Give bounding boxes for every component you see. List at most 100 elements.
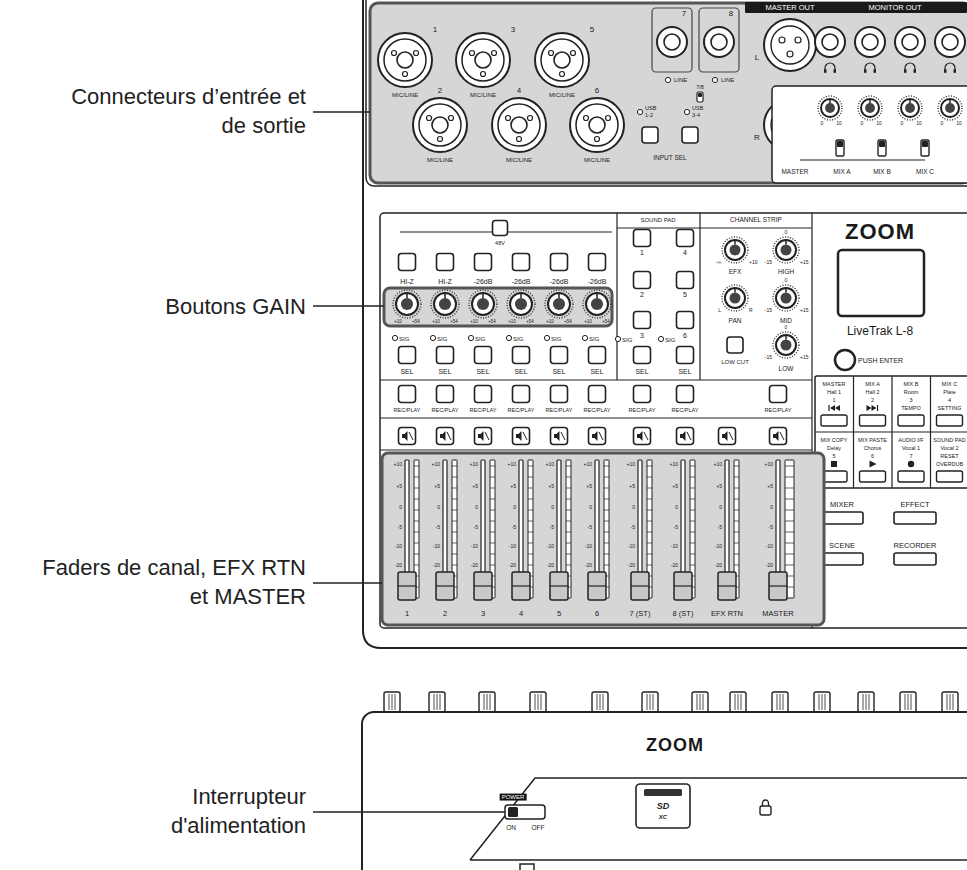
scale-number: +54 (564, 319, 572, 324)
fader-name: 5 (557, 610, 561, 619)
fader-scale: -20 (585, 563, 592, 569)
combo-jack-ring (419, 104, 461, 146)
panel-label: 6 (683, 332, 687, 340)
fader-scale: +5 (672, 484, 678, 490)
knob-ridge (597, 694, 598, 710)
jack-label: MIC/LINE (470, 92, 496, 99)
knob-ridge (953, 694, 954, 710)
fader-cap-line (550, 585, 568, 586)
selector-switch-knob (879, 141, 885, 147)
function-label: TEMPO (901, 405, 921, 411)
knob-silhouette (900, 692, 916, 712)
meter-segment (604, 521, 609, 522)
push-button (634, 272, 651, 289)
fader-scale: +10 (584, 462, 592, 468)
leader-line (313, 582, 382, 584)
push-button (399, 254, 416, 271)
meter-segment (452, 510, 457, 511)
mute-icon (599, 432, 603, 440)
connector-section (366, 0, 967, 186)
push-button (682, 127, 698, 143)
meter-segment (734, 466, 739, 467)
xlr-pin (517, 137, 522, 142)
highlight-region (382, 453, 824, 625)
push-button (475, 254, 492, 271)
fader-scale: +5 (629, 484, 635, 490)
knob-ridge (434, 694, 435, 710)
fader-scale: 0 (770, 505, 773, 511)
panel-label: REC/PLAY (546, 407, 573, 413)
panel-label: REC/PLAY (672, 407, 699, 413)
meter-segment (647, 521, 652, 522)
jack-frame (652, 8, 692, 72)
panel-label: SIG (399, 336, 409, 343)
fader-scale: +10 (508, 462, 516, 468)
meter-segment (690, 554, 695, 555)
meter-segment (452, 521, 457, 522)
meter-segment (490, 488, 495, 489)
knob-cap (825, 103, 835, 113)
model-name: LiveTrak L-8 (847, 325, 913, 339)
knob-ridge (392, 694, 393, 710)
led (637, 109, 642, 114)
panel-label: 4 (683, 249, 687, 257)
meter-segment (647, 510, 652, 511)
push-button (399, 386, 416, 403)
panel-label: MIXER (830, 501, 854, 510)
meter-segment (566, 543, 571, 544)
knob-ridge (395, 694, 396, 710)
scale-number: 10 (916, 121, 922, 127)
xlr-pin (560, 72, 565, 77)
function-label: AUDIO I/F (898, 437, 923, 443)
meter-segment (490, 554, 495, 555)
fader-scale: 0 (437, 505, 440, 511)
xlr-pin (606, 116, 611, 121)
fader-scale: -10 (671, 544, 678, 550)
meter-segment (734, 477, 739, 478)
phone-jack (895, 27, 925, 57)
combo-jack-ring (462, 39, 504, 81)
knob-ridge (647, 694, 648, 710)
knob-cap (730, 245, 741, 256)
meter-segment (604, 565, 609, 566)
xlr-pin (528, 116, 533, 121)
jack-label: MIC/LINE (427, 157, 453, 164)
knob-pointer (785, 336, 787, 340)
fader-name: 1 (405, 610, 409, 619)
function-label: RESET (940, 453, 958, 459)
knob-cap (477, 298, 489, 310)
meter-segment (452, 554, 457, 555)
function-button (860, 415, 886, 426)
meter-segment (785, 565, 794, 566)
function-grid (815, 376, 967, 488)
knob-ridge (484, 694, 485, 710)
led (582, 335, 587, 340)
meter-segment (604, 488, 609, 489)
fader-name: 6 (595, 610, 599, 619)
fader-cap-line (631, 585, 649, 586)
panel-label: 5 (683, 291, 687, 299)
combo-jack (456, 33, 510, 87)
sd-logo: XC (659, 814, 667, 821)
fader-scale: -5 (674, 525, 678, 531)
function-label: 7 (909, 453, 912, 459)
fader-scale: +10 (546, 462, 554, 468)
fader-scale: -5 (436, 525, 440, 531)
function-label: MIX PASTE (858, 437, 887, 443)
xlr-pin (787, 51, 793, 57)
fader-scale: +10 (670, 462, 678, 468)
header-label: MASTER OUT (765, 4, 814, 13)
mute-icon (592, 431, 598, 441)
scale-number: +10 (432, 319, 440, 324)
knob-ridge (863, 694, 864, 710)
panel-line (891, 376, 892, 488)
push-button (513, 428, 530, 445)
fader-cap-line (436, 585, 454, 586)
meter-segment (528, 510, 533, 511)
push-button (513, 347, 530, 364)
meter-segment (452, 488, 457, 489)
scale-number: -15 (765, 308, 772, 314)
panel-line (616, 213, 617, 380)
scale-number: +10 (508, 319, 516, 324)
knob-ridge (697, 694, 698, 710)
